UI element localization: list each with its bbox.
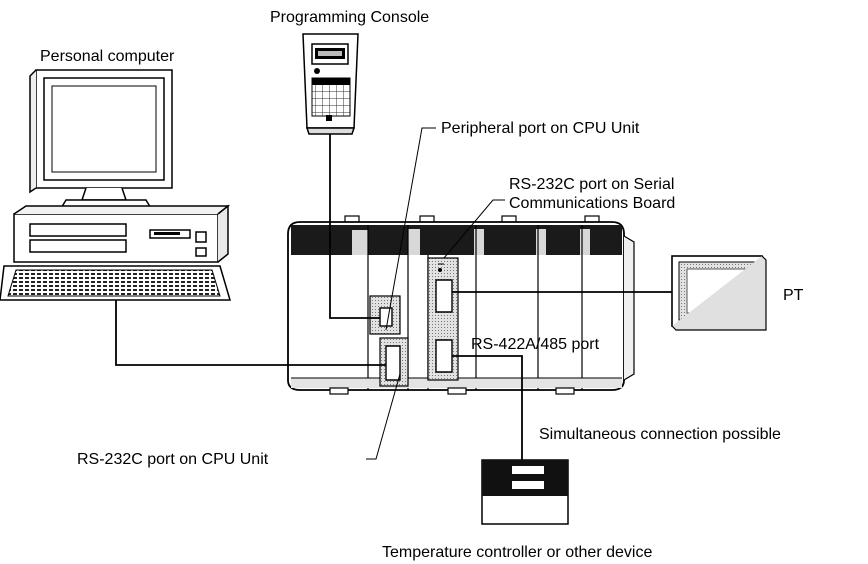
personal-computer-icon	[0, 69, 232, 301]
console-cable	[329, 134, 380, 319]
plc-rack	[287, 215, 635, 395]
scb-rs232c-label-line2: Communications Board	[509, 195, 675, 212]
cpu-rs232c-label: RS-232C port on CPU Unit	[77, 451, 269, 468]
personal-computer-label: Personal computer	[40, 48, 175, 65]
temperature-controller-icon	[481, 459, 569, 525]
scb-rs422-port	[435, 339, 453, 373]
programming-console-label: Programming Console	[270, 9, 429, 26]
pt-icon	[671, 255, 767, 331]
scb-rs232c-port	[435, 279, 453, 313]
pc-cable	[115, 300, 386, 366]
rs422-cable	[452, 355, 523, 460]
cables	[115, 134, 672, 460]
rs422-port-label: RS-422A/485 port	[471, 336, 600, 353]
programming-console-icon	[302, 33, 359, 135]
leader-lines	[366, 127, 505, 460]
scb-rs232c-label-line1: RS-232C port on Serial	[509, 176, 674, 193]
pt-label: PT	[783, 287, 804, 304]
simultaneous-connection-label: Simultaneous connection possible	[539, 426, 781, 443]
temperature-controller-label: Temperature controller or other device	[382, 544, 652, 561]
peripheral-port-label: Peripheral port on CPU Unit	[441, 120, 640, 137]
